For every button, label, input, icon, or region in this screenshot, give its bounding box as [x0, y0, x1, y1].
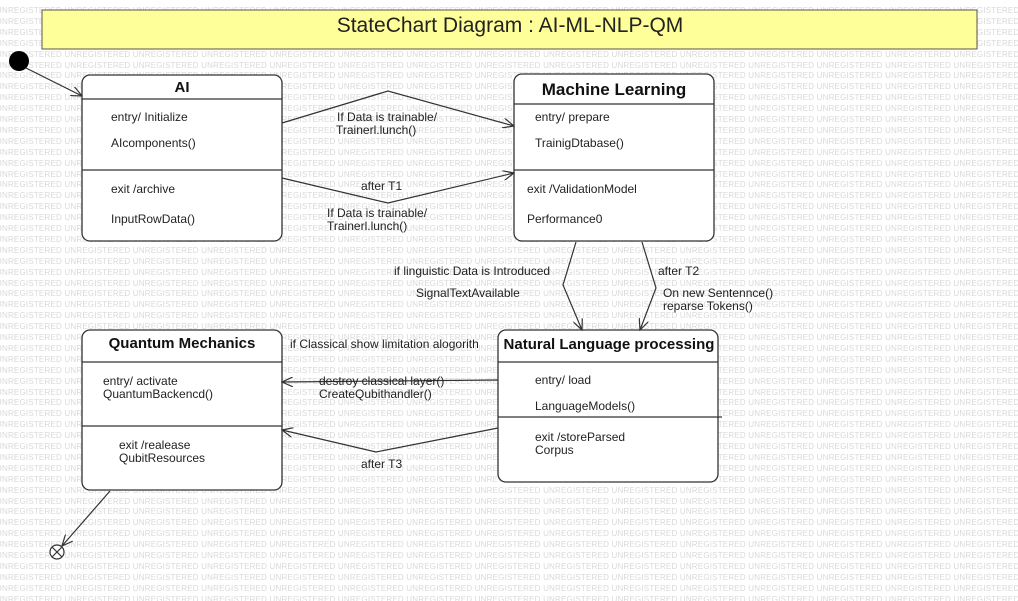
- label-ml-nlp-after: after T2: [658, 264, 699, 278]
- title-banner: StateChart Diagram : AI-ML-NLP-QM: [41, 9, 978, 50]
- watermark-row: UNREGISTERED UNREGISTERED UNREGISTERED U…: [0, 224, 1018, 233]
- watermark-row: UNREGISTERED UNREGISTERED UNREGISTERED U…: [0, 561, 1018, 571]
- watermark-row: UNREGISTERED UNREGISTERED UNREGISTERED U…: [0, 180, 1018, 190]
- state-machine-learning[interactable]: Machine Learning entry/ prepare TrainigD…: [513, 73, 715, 242]
- initial-state-icon[interactable]: [9, 51, 29, 71]
- watermark-row: UNREGISTERED UNREGISTERED UNREGISTERED U…: [0, 551, 1018, 560]
- label-ai-ml-after: after T1: [361, 179, 402, 193]
- watermark-row: UNREGISTERED UNREGISTERED UNREGISTERED U…: [0, 507, 1018, 517]
- watermark-row: UNREGISTERED UNREGISTERED UNREGISTERED U…: [0, 125, 1018, 135]
- state-ml-entry: entry/ prepare: [535, 110, 610, 124]
- transition-labels: If Data is trainable/ Trainerl.lunch() a…: [290, 110, 773, 471]
- state-qm-exit: exit /realease: [119, 438, 191, 452]
- watermark-row: UNREGISTERED UNREGISTERED UNREGISTERED U…: [0, 245, 1018, 255]
- label-ai-ml-top-guard: If Data is trainable/: [337, 110, 438, 124]
- watermark-row: UNREGISTERED UNREGISTERED UNREGISTERED U…: [0, 311, 1018, 321]
- state-qm-entry: entry/ activate: [103, 374, 178, 388]
- state-nlp-exit: exit /storeParsed: [535, 430, 625, 444]
- watermark-row: UNREGISTERED UNREGISTERED UNREGISTERED U…: [0, 278, 1018, 288]
- watermark-row: UNREGISTERED UNREGISTERED UNREGISTERED U…: [0, 583, 1018, 593]
- label-nlp-qm-after: after T3: [361, 457, 402, 471]
- watermark-row: UNREGISTERED UNREGISTERED UNREGISTERED U…: [0, 300, 1018, 310]
- watermark-row: UNREGISTERED UNREGISTERED UNREGISTERED U…: [0, 496, 1018, 506]
- transition-ml-nlp-right[interactable]: [640, 241, 657, 330]
- watermark-row: UNREGISTERED UNREGISTERED UNREGISTERED U…: [0, 202, 1018, 212]
- label-ml-nlp-guard: if linguistic Data is Introduced: [394, 264, 550, 278]
- watermark-row: UNREGISTERED UNREGISTERED UNREGISTERED U…: [0, 147, 1018, 157]
- watermark-row: UNREGISTERED UNREGISTERED UNREGISTERED U…: [0, 594, 1018, 601]
- state-ml-exit-action: Performance0: [527, 212, 603, 226]
- watermark-row: UNREGISTERED UNREGISTERED UNREGISTERED U…: [0, 60, 1018, 70]
- label-nlp-qm-guard: if Classical show limitation alogorith: [290, 337, 479, 351]
- state-quantum-mechanics[interactable]: Quantum Mechanics entry/ activate Quantu…: [81, 329, 283, 491]
- state-ai-exit: exit /archive: [111, 182, 175, 196]
- state-qm-name: Quantum Mechanics: [109, 335, 256, 352]
- watermark-row: UNREGISTERED UNREGISTERED UNREGISTERED U…: [0, 104, 1018, 114]
- state-ai[interactable]: AI entry/ Initialize AIcomponents() exit…: [81, 74, 283, 242]
- diagram-title: StateChart Diagram : AI-ML-NLP-QM: [337, 14, 684, 37]
- watermark-row: UNREGISTERED UNREGISTERED UNREGISTERED U…: [0, 191, 1018, 201]
- watermark-row: UNREGISTERED UNREGISTERED UNREGISTERED U…: [0, 136, 1018, 146]
- watermark-row: UNREGISTERED UNREGISTERED UNREGISTERED U…: [0, 485, 1018, 495]
- state-ai-entry-action: AIcomponents(): [111, 136, 196, 150]
- state-natural-language-processing[interactable]: Natural Language processing entry/ load …: [497, 329, 722, 483]
- watermark-row: UNREGISTERED UNREGISTERED UNREGISTERED U…: [0, 82, 1018, 92]
- watermark-row: UNREGISTERED UNREGISTERED UNREGISTERED U…: [0, 529, 1018, 539]
- transition-ai-ml-top[interactable]: [281, 90, 514, 126]
- state-nlp-entry-action: LanguageModels(): [535, 399, 635, 413]
- watermark-row: UNREGISTERED UNREGISTERED UNREGISTERED U…: [0, 256, 1018, 266]
- watermark-row: UNREGISTERED UNREGISTERED UNREGISTERED U…: [0, 540, 1018, 550]
- label-ml-nlp-signal: SignalTextAvailable: [416, 286, 520, 300]
- state-ml-name: Machine Learning: [542, 80, 687, 99]
- label-ai-ml-top-action: Trainerl.lunch(): [336, 123, 416, 137]
- watermark-row: UNREGISTERED UNREGISTERED UNREGISTERED U…: [0, 213, 1018, 223]
- watermark-row: UNREGISTERED UNREGISTERED UNREGISTERED U…: [0, 158, 1018, 168]
- label-nlp-qm-action-2: CreateQubithandler(): [319, 387, 432, 401]
- state-ml-entry-action: TrainigDtabase(): [535, 136, 624, 150]
- label-ml-nlp-event: On new Sentennce(): [663, 286, 773, 300]
- watermark-row: UNREGISTERED UNREGISTERED UNREGISTERED U…: [0, 93, 1018, 103]
- state-nlp-exit-action: Corpus: [535, 443, 574, 457]
- state-qm-entry-action: QuantumBackencd(): [103, 387, 213, 401]
- label-ml-nlp-action: reparse Tokens(): [663, 299, 753, 313]
- state-nlp-entry: entry/ load: [535, 373, 591, 387]
- watermark-row: UNREGISTERED UNREGISTERED UNREGISTERED U…: [0, 289, 1018, 299]
- watermark-row: UNREGISTERED UNREGISTERED UNREGISTERED U…: [0, 267, 1018, 277]
- label-nlp-qm-action-1: destroy classical layer(): [319, 374, 444, 388]
- watermark-row: UNREGISTERED UNREGISTERED UNREGISTERED U…: [0, 71, 1018, 81]
- transition-nlp-qm-bottom[interactable]: [282, 428, 499, 453]
- state-qm-exit-action: QubitResources: [119, 451, 205, 465]
- final-transition[interactable]: [62, 490, 111, 546]
- watermark-row: UNREGISTERED UNREGISTERED UNREGISTERED U…: [0, 322, 1018, 332]
- label-ai-ml-bottom-action: Trainerl.lunch(): [327, 219, 407, 233]
- state-ai-entry: entry/ Initialize: [111, 110, 188, 124]
- state-ai-name: AI: [175, 79, 190, 96]
- state-ml-exit: exit /ValidationModel: [527, 182, 637, 196]
- state-nlp-name: Natural Language processing: [504, 336, 715, 353]
- watermark-row: UNREGISTERED UNREGISTERED UNREGISTERED U…: [0, 234, 1018, 244]
- transition-ml-nlp-left[interactable]: [562, 241, 582, 330]
- watermark-row: UNREGISTERED UNREGISTERED UNREGISTERED U…: [0, 518, 1018, 528]
- label-ai-ml-bottom-guard: If Data is trainable/: [327, 206, 428, 220]
- transition-nlp-qm-top[interactable]: [282, 380, 499, 382]
- initial-transition[interactable]: [25, 67, 82, 96]
- transition-ai-ml-bottom[interactable]: [281, 173, 514, 204]
- watermark-row: UNREGISTERED UNREGISTERED UNREGISTERED U…: [0, 572, 1018, 582]
- state-ai-exit-action: InputRowData(): [111, 212, 195, 226]
- watermark-row: UNREGISTERED UNREGISTERED UNREGISTERED U…: [0, 49, 1018, 59]
- final-state-icon[interactable]: [49, 544, 65, 560]
